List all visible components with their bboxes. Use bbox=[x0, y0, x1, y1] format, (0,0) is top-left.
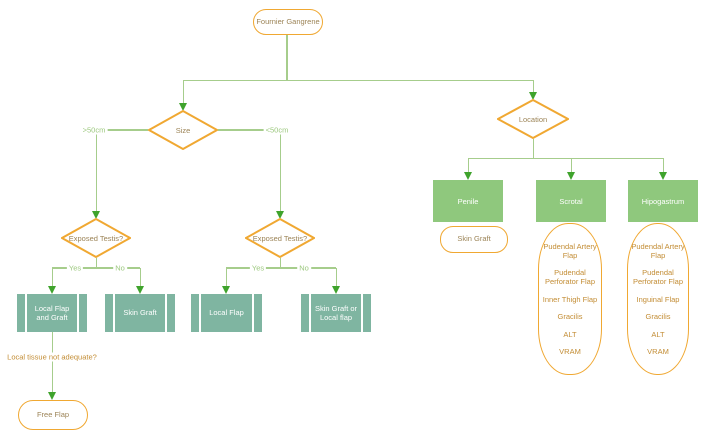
arrowhead-icon bbox=[221, 286, 230, 294]
arrowhead-icon bbox=[91, 211, 100, 219]
arrowhead-icon bbox=[178, 103, 187, 111]
diamond-shape bbox=[245, 218, 315, 258]
location-decision-diamond[interactable]: Location bbox=[497, 99, 569, 139]
connector-line bbox=[286, 35, 288, 80]
process-stripe bbox=[361, 294, 363, 332]
option-item: ALT bbox=[651, 329, 665, 339]
process-box-label: Skin Graft or Local flap bbox=[314, 303, 358, 322]
site-box-scrotal[interactable]: Scrotal bbox=[536, 180, 606, 222]
root-node-fournier-gangrene[interactable]: Fournier Gangrene bbox=[253, 9, 323, 35]
option-item: VRAM bbox=[559, 347, 581, 357]
connector-line bbox=[335, 268, 337, 286]
connector-line bbox=[51, 268, 53, 286]
process-box-local-flap-and-graft[interactable]: Local Flap and Graft bbox=[17, 294, 87, 332]
connector-line bbox=[95, 129, 97, 211]
process-stripe bbox=[113, 294, 115, 332]
edge-label-no-right: No bbox=[297, 263, 311, 273]
site-box-hipogastrum[interactable]: Hipogastrum bbox=[628, 180, 698, 222]
diamond-shape bbox=[148, 110, 218, 150]
arrowhead-icon bbox=[47, 392, 56, 400]
connector-line bbox=[51, 332, 53, 393]
process-box-label: Local Flap and Graft bbox=[34, 303, 70, 322]
connector-line bbox=[218, 129, 280, 131]
process-box-label: Local Flap bbox=[209, 308, 244, 318]
options-capsule-hipogastrum[interactable]: Pudendal Artery Flap Pudendal Perforator… bbox=[627, 223, 689, 375]
process-stripe bbox=[252, 294, 254, 332]
connector-line bbox=[570, 158, 572, 173]
edge-label-no-left: No bbox=[113, 263, 127, 273]
skin-graft-node-label: Skin Graft bbox=[457, 234, 491, 244]
process-stripe bbox=[25, 294, 27, 332]
connector-line bbox=[279, 258, 281, 268]
connector-line bbox=[96, 129, 148, 131]
arrowhead-icon bbox=[47, 286, 56, 294]
option-item: ALT bbox=[563, 329, 577, 339]
option-item: Gracilis bbox=[645, 312, 671, 322]
connector-line bbox=[52, 267, 140, 269]
free-flap-node[interactable]: Free Flap bbox=[18, 400, 88, 430]
option-item: Pudendal Artery Flap bbox=[631, 241, 685, 260]
exposed-testis-left-diamond[interactable]: Exposed Testis? bbox=[61, 218, 131, 258]
location-decision-label: Location bbox=[518, 114, 548, 124]
edge-label-yes-right: Yes bbox=[249, 263, 267, 273]
exposed-testis-right-diamond[interactable]: Exposed Testis? bbox=[245, 218, 315, 258]
option-item: Inner Thigh Flap bbox=[542, 294, 598, 304]
size-decision-diamond[interactable]: Size bbox=[148, 110, 218, 150]
option-item: VRAM bbox=[647, 347, 669, 357]
free-flap-label: Free Flap bbox=[36, 409, 70, 419]
process-box-skin-graft-or-local-flap[interactable]: Skin Graft or Local flap bbox=[301, 294, 371, 332]
connector-line bbox=[467, 158, 469, 173]
size-decision-label: Size bbox=[175, 125, 191, 135]
process-stripe bbox=[199, 294, 201, 332]
process-stripe bbox=[77, 294, 79, 332]
arrowhead-icon bbox=[658, 172, 667, 180]
connector-line bbox=[279, 129, 281, 211]
connector-line bbox=[468, 157, 664, 159]
connector-line bbox=[532, 139, 534, 158]
connector-line bbox=[532, 80, 534, 92]
arrowhead-icon bbox=[463, 172, 472, 180]
exposed-testis-left-label: Exposed Testis? bbox=[68, 233, 124, 243]
site-box-penile[interactable]: Penile bbox=[433, 180, 503, 222]
arrowhead-icon bbox=[135, 286, 144, 294]
option-item: Pudendal Artery Flap bbox=[543, 241, 597, 260]
root-node-label: Fournier Gangrene bbox=[256, 16, 320, 26]
connector-line bbox=[95, 258, 97, 268]
connector-line bbox=[182, 80, 184, 103]
option-item: Inguinal Flap bbox=[636, 294, 680, 304]
connector-line bbox=[183, 79, 534, 81]
edge-label-local-tissue-not-adequate: Local tissue not adequate? bbox=[5, 352, 99, 362]
connector-line bbox=[225, 268, 227, 286]
process-box-label: Skin Graft bbox=[123, 308, 157, 318]
diamond-shape bbox=[61, 218, 131, 258]
connector-line bbox=[139, 268, 141, 286]
site-box-label: Hipogastrum bbox=[641, 196, 685, 206]
arrowhead-icon bbox=[331, 286, 340, 294]
arrowhead-icon bbox=[275, 211, 284, 219]
process-box-skin-graft[interactable]: Skin Graft bbox=[105, 294, 175, 332]
connector-line bbox=[662, 158, 664, 173]
exposed-testis-right-label: Exposed Testis? bbox=[252, 233, 308, 243]
edge-label-greater-50cm: >50cm bbox=[80, 125, 108, 135]
site-box-label: Penile bbox=[457, 196, 479, 206]
edge-label-yes-left: Yes bbox=[66, 263, 84, 273]
site-box-label: Scrotal bbox=[559, 196, 583, 206]
option-item: Pudendal Perforator Flap bbox=[632, 268, 684, 287]
skin-graft-node-penile[interactable]: Skin Graft bbox=[440, 226, 508, 253]
options-capsule-scrotal[interactable]: Pudendal Artery Flap Pudendal Perforator… bbox=[538, 223, 602, 375]
option-item: Pudendal Perforator Flap bbox=[544, 268, 596, 287]
arrowhead-icon bbox=[528, 92, 537, 100]
connector-line bbox=[226, 267, 336, 269]
option-item: Gracilis bbox=[557, 312, 583, 322]
process-stripe bbox=[309, 294, 311, 332]
edge-label-less-50cm: <50cm bbox=[263, 125, 291, 135]
process-stripe bbox=[165, 294, 167, 332]
process-box-local-flap[interactable]: Local Flap bbox=[191, 294, 262, 332]
diamond-shape bbox=[497, 99, 569, 139]
arrowhead-icon bbox=[566, 172, 575, 180]
